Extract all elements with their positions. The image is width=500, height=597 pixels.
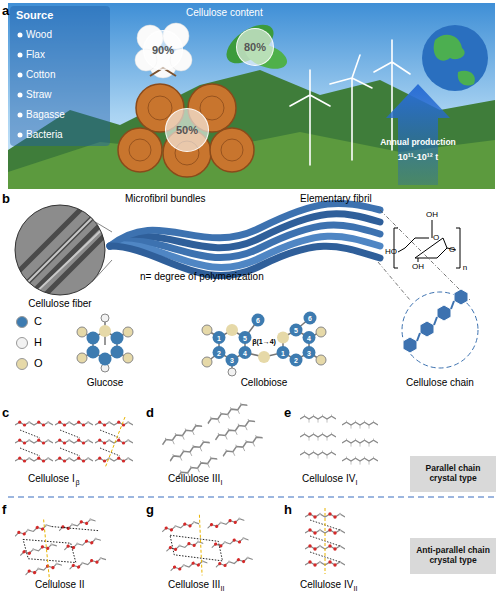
label: 6 [308,315,312,322]
label: Wood [26,30,52,40]
label: O [433,234,439,242]
label: 1 [217,334,221,341]
panel-letter: a [2,4,9,17]
label: OH [426,211,438,219]
label: 6 [256,317,260,324]
subscript: I [356,479,358,486]
subscript: β [76,479,80,486]
node-text: 50% [176,124,198,136]
label: Cotton [26,70,55,80]
crystal-type-band: Parallel chain crystal type [410,456,496,492]
node-text: 90% [152,44,174,56]
label: Cellobiose [241,378,288,388]
label: Cellulose I [28,474,75,484]
label: Bacteria [26,130,63,140]
label: Microfibril bundles [125,194,206,204]
label: Elementary fibril [300,194,372,204]
atom-swatch [16,358,28,370]
subscript: II [354,585,358,592]
label: 1 [281,349,285,356]
subscript: II [221,585,225,592]
label: Flax [26,50,45,60]
label: Cellulose fiber [28,299,91,309]
label: Bagasse [26,110,65,120]
panel-letter: c [2,406,9,419]
label: Cellulose IV [300,580,353,590]
label: Cellulose II [35,580,84,590]
label: HO [385,248,397,256]
label: Glucose [87,378,124,388]
label: 4 [307,334,311,341]
label: OH [412,263,424,271]
label: 3 [307,349,311,356]
label: β(1→4) [252,338,276,345]
subscript: I [221,479,223,486]
panel-letter: h [284,503,292,516]
crystal-type-band: Anti-parallel chain crystal type [410,538,496,574]
panel-letter: f [2,503,6,516]
label: 2 [217,349,221,356]
panel-letter: g [146,503,154,516]
label: O [449,246,455,254]
label: 5 [243,334,247,341]
label: 10¹¹-10¹² t [398,153,439,162]
label: 3 [230,357,234,364]
panel-letter: b [2,192,10,205]
legend-text: C [34,316,42,327]
label: 5 [294,327,298,334]
content-circle: 90% [143,30,183,70]
label: Source [16,10,53,21]
label: Annual production [380,138,456,147]
label: Cellulose III [168,474,220,484]
legend-text: H [34,337,42,348]
node-text: 80% [244,41,266,53]
legend-text: O [34,358,43,369]
node-text: Parallel chain crystal type [413,464,493,484]
label: n [463,264,467,272]
label: 2 [294,357,298,364]
label: Cellulose chain [406,378,474,388]
node-text: Anti-parallel chain crystal type [413,546,493,566]
content-circle: 80% [236,28,274,66]
atom-swatch [16,337,28,349]
label: Cellulose III [168,580,220,590]
panel-letter: d [146,406,154,419]
atom-swatch [16,316,28,328]
label: Straw [26,90,52,100]
panel-letter: e [284,406,291,419]
label: 4 [243,349,247,356]
content-circle: 50% [165,108,209,152]
label: n= degree of polymerization [140,272,264,282]
label: Cellulose IV [302,474,355,484]
label: Cellulose content [186,8,263,18]
